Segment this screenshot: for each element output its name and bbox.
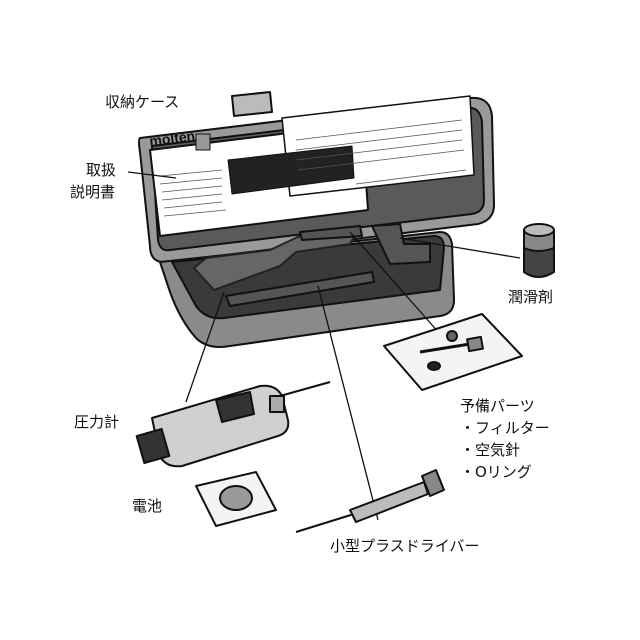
- label-screwdriver: 小型プラスドライバー: [330, 537, 480, 555]
- label-storage-case: 収納ケース: [105, 93, 180, 111]
- label-lubricant: 潤滑剤: [508, 288, 554, 306]
- label-manual-line1: 取扱: [86, 161, 117, 179]
- screwdriver: [295, 469, 445, 533]
- label-spare-filter: ・フィルター: [460, 419, 550, 437]
- label-pressure-gauge: 圧力計: [74, 413, 120, 431]
- leader-lines: [127, 171, 521, 521]
- battery-bag: [195, 471, 277, 527]
- case-lid: molten: [138, 91, 495, 264]
- label-manual-line2: 説明書: [70, 183, 116, 201]
- case-base: [159, 223, 455, 348]
- molten-logo: molten: [148, 128, 195, 149]
- lubricant-bottle: [523, 223, 555, 278]
- spare-parts-bag: [383, 313, 523, 391]
- label-spare-air-needle: ・空気針: [460, 441, 521, 459]
- pressure-gauge: [135, 381, 331, 468]
- label-spare-o-ring: ・Oリング: [460, 463, 532, 481]
- label-spare-parts: 予備パーツ: [460, 397, 535, 415]
- label-battery: 電池: [132, 497, 163, 515]
